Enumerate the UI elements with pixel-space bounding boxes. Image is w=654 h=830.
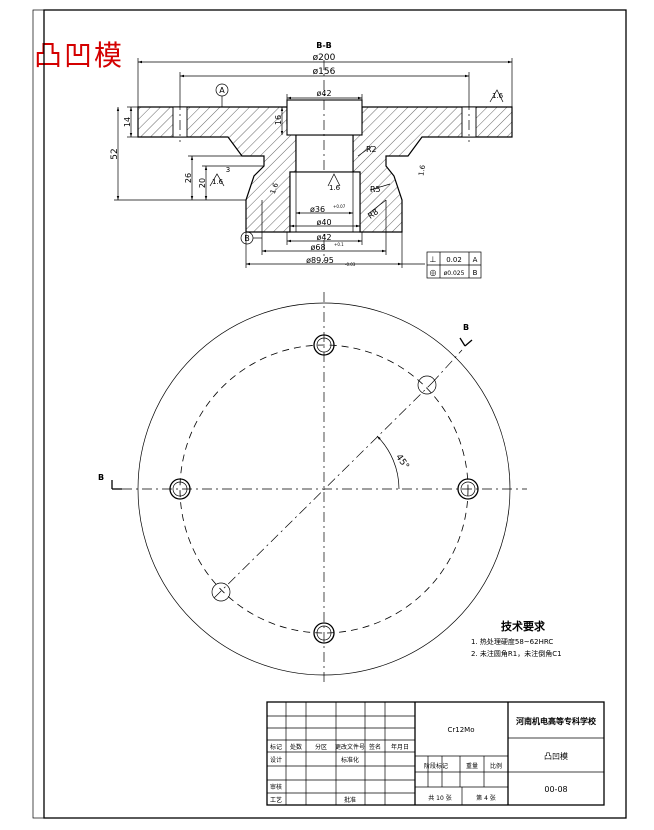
dim-h20: 20 (198, 178, 207, 188)
svg-text:1.6: 1.6 (329, 184, 341, 192)
tol-value-1: 0.02 (446, 256, 462, 264)
label-process: 工艺 (270, 796, 282, 804)
header-mark: 标记 (270, 743, 282, 751)
dim-h3: 3 (226, 166, 230, 174)
dim-h26: 26 (184, 173, 193, 183)
tol-value-2: ø0.025 (444, 270, 465, 277)
label-weight: 重量 (466, 762, 478, 770)
label-scale: 比例 (490, 762, 502, 770)
tolerance-frame: ⊥ 0.02 A ◎ ø0.025 B (426, 251, 482, 279)
roughness-symbol-left-chamfer: 1.6 (269, 181, 281, 195)
label-design: 设计 (270, 756, 282, 764)
technical-requirements: 技术要求 1. 热处理硬度58~62HRC 2. 未注圆角R1，未注倒角C1 (471, 619, 562, 658)
dim-d8995: ø89.95 (306, 256, 334, 265)
dim-d200: ø200 (313, 53, 336, 63)
section-view: B-B (110, 41, 513, 279)
dim-r5: R5 (370, 185, 381, 194)
dim-d42-top: ø42 (316, 89, 331, 98)
title-stamp: 凸凹模 (34, 39, 125, 72)
datum-b: B (240, 231, 262, 245)
roughness-symbol-bore: 1.6 (327, 173, 341, 192)
svg-text:1.6: 1.6 (492, 92, 504, 100)
material: Cr12Mo (448, 726, 475, 734)
pin-hole-lower-left (211, 582, 231, 602)
datum-a: A (215, 83, 229, 107)
dim-h52: 52 (110, 148, 120, 159)
header-signature: 签名 (369, 743, 381, 751)
section-body (137, 106, 297, 233)
svg-text:1.6: 1.6 (212, 178, 224, 186)
tech-req-item-2: 2. 未注圆角R1，未注倒角C1 (471, 649, 562, 658)
dim-r2: R2 (366, 145, 377, 154)
cut-line (213, 382, 433, 599)
dim-d68-tol: +0.1 (334, 242, 344, 247)
dim-d8995-tol: -0.03 (345, 262, 356, 267)
svg-text:B: B (244, 234, 250, 243)
school-name: 河南机电高等专科学校 (516, 716, 597, 726)
sheet-no: 第 4 张 (476, 794, 496, 802)
svg-text:A: A (219, 86, 225, 95)
label-approve: 批准 (344, 796, 356, 804)
tol-datum-1: A (473, 256, 478, 264)
dim-d156: ø156 (313, 67, 336, 77)
header-change-doc: 更改文件号 (335, 743, 365, 751)
header-date: 年月日 (391, 743, 409, 751)
dim-d36-tol: +0.07 (333, 204, 346, 209)
pin-hole-upper-right (417, 375, 437, 395)
tol-symbol-1: ⊥ (430, 255, 437, 264)
sheets-total: 共 10 张 (428, 794, 451, 802)
tol-symbol-2: ◎ (430, 268, 437, 277)
tech-req-item-1: 1. 热处理硬度58~62HRC (471, 637, 553, 646)
hole-bottom (313, 622, 335, 644)
roughness-symbol-left: 1.6 (209, 173, 225, 187)
hole-right (457, 478, 479, 500)
dim-d68: ø68 (310, 243, 325, 252)
tech-req-title: 技术要求 (501, 619, 546, 633)
header-zone: 分区 (315, 743, 327, 751)
dim-d40: ø40 (316, 218, 331, 227)
label-review: 审核 (270, 783, 282, 791)
dim-h14: 14 (123, 117, 132, 127)
dim-h16: 16 (274, 115, 283, 125)
title-block: 标记 处数 分区 更改文件号 签名 年月日 设计 标准化 审核 工艺 批准 Cr… (266, 701, 605, 806)
label-stage-mark: 阶段标记 (424, 762, 448, 770)
svg-text:1.6: 1.6 (417, 164, 427, 177)
cut-label-left: B (98, 473, 104, 482)
hole-left (169, 478, 191, 500)
tol-datum-2: B (473, 269, 478, 277)
roughness-symbol-top-right: 1.6 (489, 89, 504, 103)
roughness-symbol-right-chamfer: 1.6 (417, 164, 427, 177)
dim-d42: ø42 (316, 233, 331, 242)
hole-top (313, 334, 335, 356)
cut-label-top: B (463, 323, 469, 332)
drawing-no: 00-08 (544, 785, 567, 794)
inner-border (43, 9, 627, 819)
plan-view: 45° B B (98, 292, 527, 686)
section-label: B-B (316, 41, 332, 50)
dim-d36: ø36 (310, 205, 325, 214)
svg-text:1.6: 1.6 (269, 181, 281, 195)
angle-label: 45° (393, 453, 410, 472)
label-standard: 标准化 (341, 756, 359, 764)
header-count: 处数 (290, 743, 302, 751)
part-name: 凸凹模 (544, 751, 568, 761)
